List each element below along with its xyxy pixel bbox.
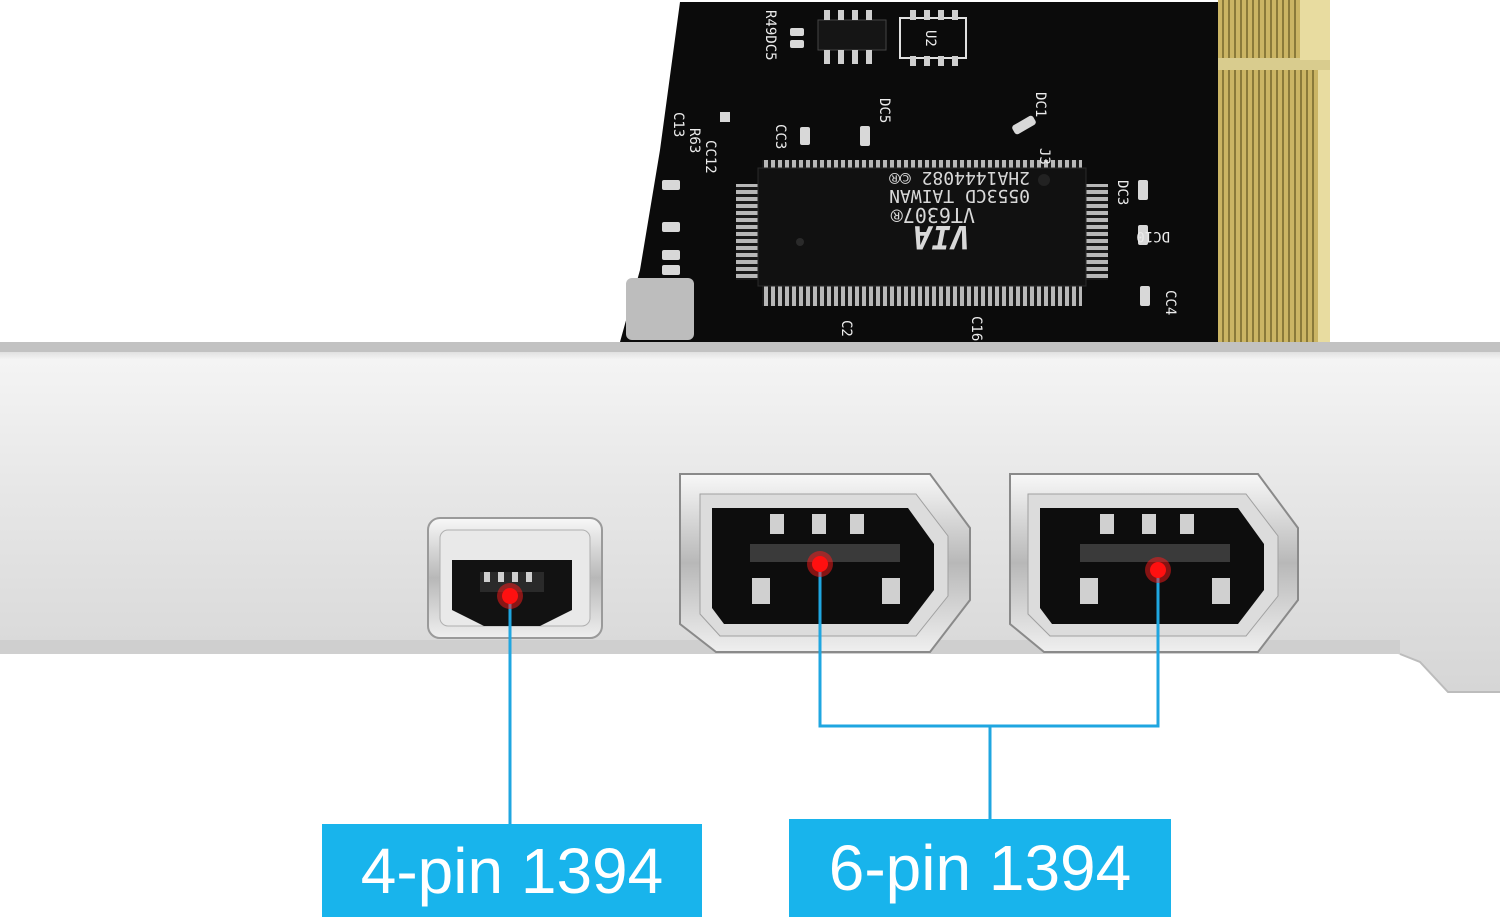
silk-r49dc5: R49DC5: [762, 10, 778, 61]
marker-6pin-left: [812, 556, 828, 572]
silk-r63: R63: [686, 128, 702, 153]
silk-cc12: CC12: [702, 140, 718, 174]
silk-cc3: CC3: [772, 124, 788, 149]
controller-chip: VT6307® 0553CD TAIWAN 2HA1444082 ©® VIA: [736, 160, 1108, 306]
silk-u2: U2: [922, 30, 938, 47]
silk-c16: C16: [968, 316, 984, 341]
silk-dc1: DC1: [1032, 92, 1048, 117]
callout-6pin-1394: 6-pin 1394: [789, 819, 1171, 917]
chip-brand-logo: VIA: [912, 218, 970, 256]
callout-4pin-1394: 4-pin 1394: [322, 824, 702, 917]
marker-4pin: [502, 588, 518, 604]
chip-marking-line2: 0553CD TAIWAN: [889, 185, 1030, 206]
marker-6pin-right: [1150, 562, 1166, 578]
smd-components: [626, 28, 1150, 340]
chip-marking-line1: VT6307®: [890, 203, 975, 227]
silk-j3: J3: [1036, 148, 1052, 165]
chip-marking-line3: 2HA1444082 ©®: [889, 167, 1030, 188]
leader-lines: [508, 564, 1160, 826]
silk-cc4: CC4: [1162, 290, 1178, 315]
silk-dc5: DC5: [876, 98, 892, 123]
small-ic: [817, 10, 967, 66]
silk-dc3: DC3: [1114, 180, 1130, 205]
silk-c13: C13: [670, 112, 686, 137]
silkscreen-labels: R49DC5 U2 DC5 DC1 CC3 J3 DC3 DC10 CC4 C2…: [670, 10, 1178, 341]
port-4pin: [427, 517, 603, 639]
port-markers: [497, 551, 1171, 609]
silk-dc10: DC10: [1136, 228, 1170, 244]
silk-c2: C2: [838, 320, 854, 337]
